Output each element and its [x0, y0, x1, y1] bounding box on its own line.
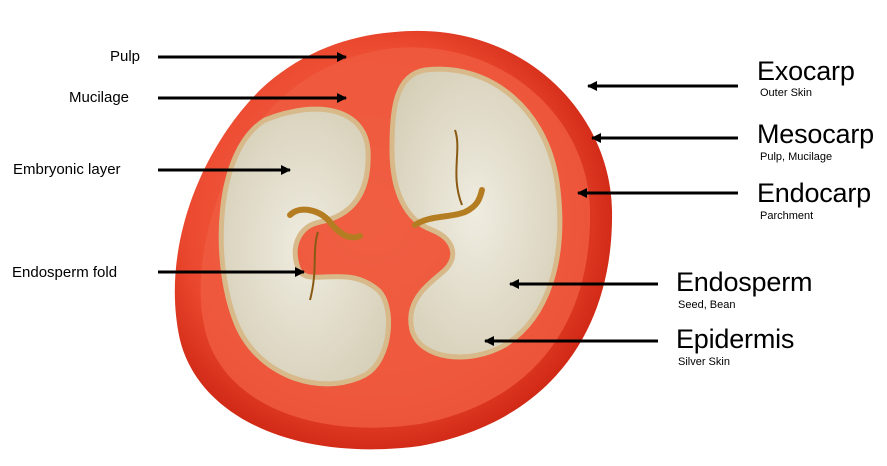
label-endosperm: Endosperm — [676, 269, 812, 296]
label-mesocarp-sub: Pulp, Mucilage — [760, 152, 832, 163]
label-epidermis-sub: Silver Skin — [678, 357, 730, 368]
label-endocarp-sub: Parchment — [760, 211, 813, 222]
label-endosperm-fold: Endosperm fold — [12, 265, 117, 280]
label-epidermis: Epidermis — [676, 326, 794, 353]
label-exocarp: Exocarp — [757, 58, 855, 85]
label-endosperm-sub: Seed, Bean — [678, 300, 736, 311]
label-pulp: Pulp — [110, 49, 140, 64]
label-mesocarp: Mesocarp — [757, 121, 874, 148]
label-exocarp-sub: Outer Skin — [760, 88, 812, 99]
label-mucilage: Mucilage — [69, 90, 129, 105]
label-endocarp: Endocarp — [757, 180, 871, 207]
label-embryonic-layer: Embryonic layer — [13, 162, 121, 177]
